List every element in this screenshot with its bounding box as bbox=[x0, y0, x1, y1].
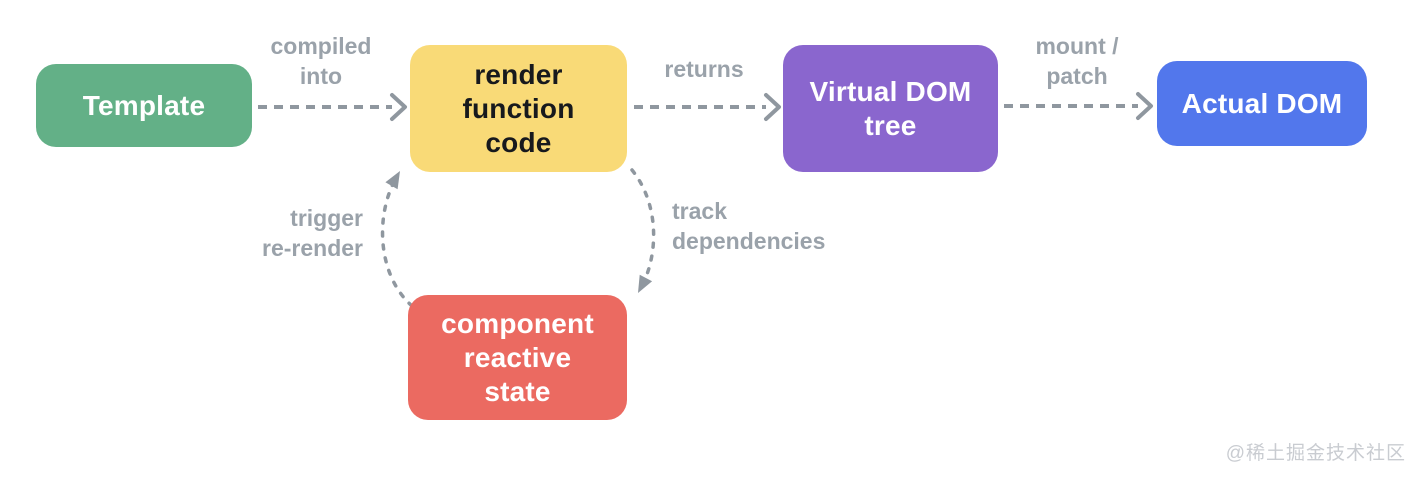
arrow-dashed-curve bbox=[630, 168, 656, 290]
edge-label-mount-patch: mount / patch bbox=[1035, 33, 1119, 89]
arrowhead-triangle-icon bbox=[638, 274, 653, 293]
arrow-template-to-render bbox=[258, 93, 407, 121]
node-render-function-code: render function code bbox=[410, 45, 627, 172]
arrow-dashed-curve bbox=[380, 174, 414, 308]
edge-label-compiled-into: compiled into bbox=[270, 33, 372, 89]
watermark: @稀土掘金技术社区 bbox=[1225, 443, 1406, 464]
arrowhead-chevron-icon bbox=[390, 93, 407, 121]
arrowhead-chevron-icon bbox=[1136, 92, 1153, 120]
node-template: Template bbox=[36, 64, 252, 147]
edge-label-trigger-re-render: trigger re-render bbox=[262, 205, 363, 261]
cycle-arrow-trigger-rerender bbox=[380, 171, 414, 308]
arrowhead-chevron-icon bbox=[764, 93, 781, 121]
arrow-vdom-to-dom bbox=[1004, 92, 1153, 120]
cycle-arrow-track-dependencies bbox=[630, 168, 656, 293]
arrow-render-to-vdom bbox=[634, 93, 781, 121]
edge-label-returns: returns bbox=[664, 56, 744, 82]
node-virtual-dom-tree: Virtual DOM tree bbox=[783, 45, 998, 172]
node-component-reactive-state: component reactive state bbox=[408, 295, 627, 420]
arrowhead-triangle-icon bbox=[385, 171, 400, 190]
edge-label-track-dependencies: track dependencies bbox=[672, 198, 826, 254]
node-actual-dom: Actual DOM bbox=[1157, 61, 1367, 146]
